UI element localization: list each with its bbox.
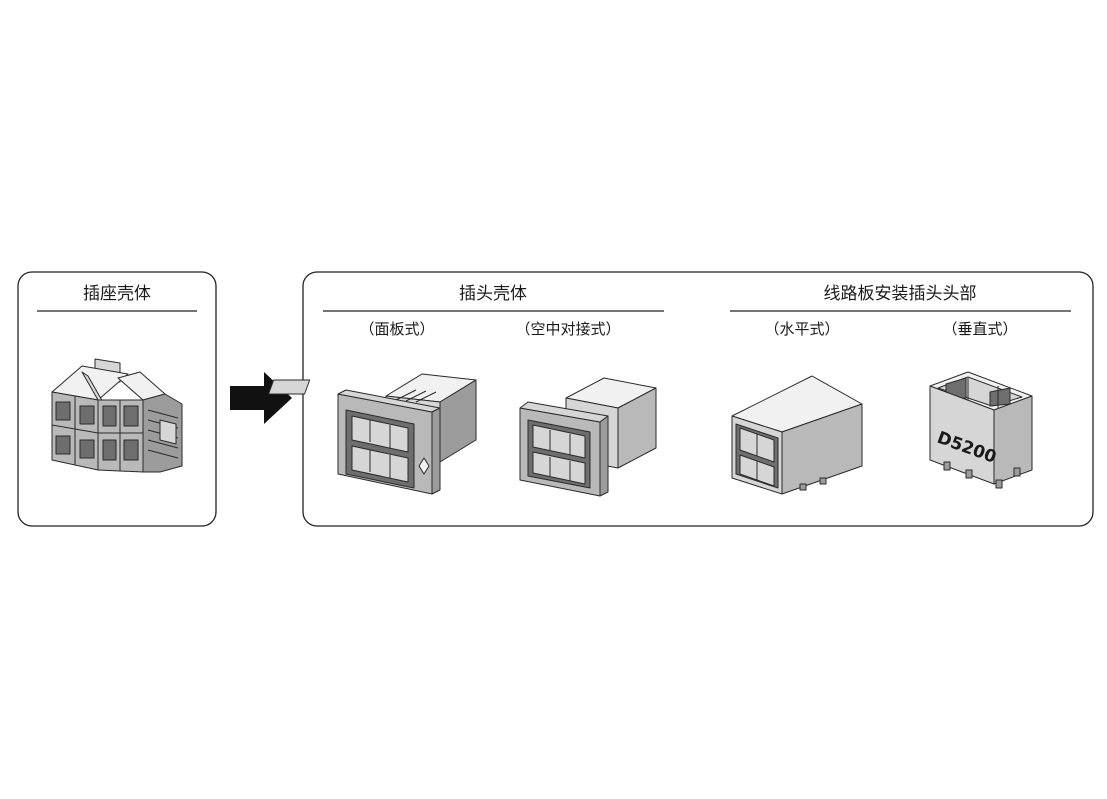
receptacle-housing-illustration xyxy=(51,358,183,473)
plug-title: 插头壳体 xyxy=(459,284,527,304)
plug-panel-mount-label: （面板式） xyxy=(359,320,434,338)
board-horizontal-label: （水平式） xyxy=(764,320,839,338)
receptacle-panel xyxy=(17,271,217,527)
cable-mount-plug-illustration xyxy=(519,377,657,497)
panel-mount-plug-illustration xyxy=(268,373,477,495)
board-vertical-label: （垂直式） xyxy=(942,320,1017,338)
horizontal-header-illustration xyxy=(731,375,863,495)
board-header-title: 线路板安装插头头部 xyxy=(824,284,977,304)
plug-and-header-panel xyxy=(302,271,1094,527)
plug-cable-mount-label: （空中对接式） xyxy=(515,320,620,338)
receptacle-title: 插座壳体 xyxy=(83,284,151,304)
vertical-header-illustration: D5200 xyxy=(929,371,1033,489)
